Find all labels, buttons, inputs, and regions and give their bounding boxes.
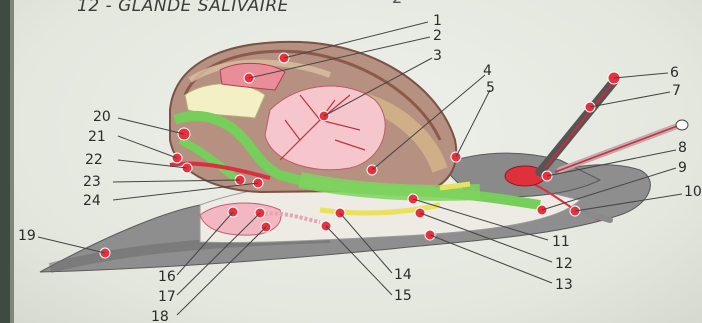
label-8: 8 [678,140,687,156]
label-21: 21 [88,129,106,145]
label-10: 10 [684,184,702,200]
label-14: 14 [394,267,412,283]
label-23: 23 [83,174,101,190]
label-13: 13 [555,277,573,293]
eye [676,120,688,130]
label-2: 2 [433,28,442,44]
label-20: 20 [93,109,111,125]
label-24: 24 [83,193,101,209]
label-16: 16 [158,269,176,285]
label-7: 7 [672,83,681,99]
label-18: 18 [151,309,169,323]
label-22: 22 [85,152,103,168]
label-12: 12 [555,256,573,272]
label-11: 11 [552,234,570,250]
label-3: 3 [433,48,442,64]
label-15: 15 [394,288,412,304]
label-1: 1 [433,13,442,29]
label-17: 17 [158,289,176,305]
label-9: 9 [678,160,687,176]
label-19: 19 [18,228,36,244]
label-5: 5 [486,80,495,96]
label-4: 4 [483,63,492,79]
label-6: 6 [670,65,679,81]
